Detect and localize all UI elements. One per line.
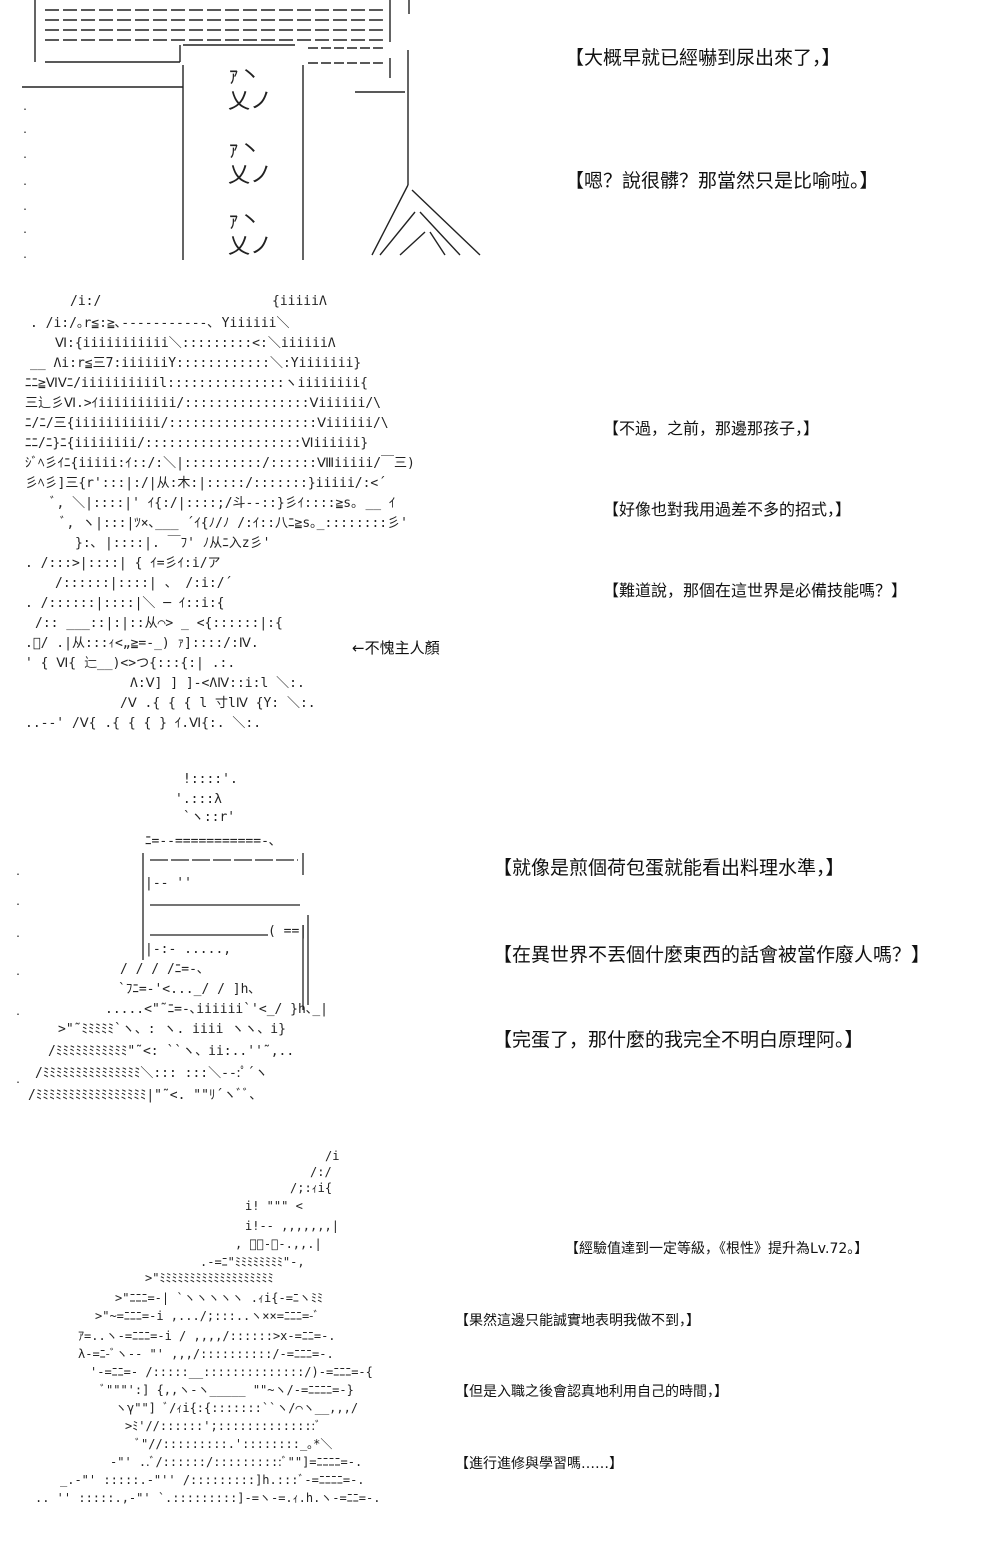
svg-text:/ﾐﾐﾐﾐﾐﾐﾐﾐﾐﾐﾐﾐﾐﾐﾐﾐﾐ|"˜<. ""ﾘ´ヽ: /ﾐﾐﾐﾐﾐﾐﾐﾐﾐﾐﾐﾐﾐﾐﾐﾐﾐ|"˜<. ""ﾘ´ヽﾞﾞ、 <box>28 1088 262 1103</box>
svg-text:>ﾐ'//::::::';::::::::::::::ﾞ: >ﾐ'//::::::';::::::::::::::ﾞ <box>125 1419 321 1433</box>
dialogue-line: 【完蛋了，那什麼的我完全不明白原理阿。】 <box>493 1029 864 1051</box>
svg-text:. /i:/｡r≦:≧､-----------､: . /i:/｡r≦:≧､-----------､ Yiiiiii＼ <box>30 316 289 331</box>
svg-text:乂ノ: 乂ノ <box>228 234 272 259</box>
svg-text:-"' ..ﾞ/::::::/::::::::::ﾞ"": -"' ..ﾞ/::::::/::::::::::ﾞ""]=ﾆﾆﾆﾆ=-. <box>110 1455 362 1469</box>
dialogue-line: 【好像也對我用過差不多的招式，】 <box>603 500 852 519</box>
svg-text:/i: /i <box>325 1149 339 1163</box>
dialogue-line: 【在異世界不丟個什麼東西的話會被當作廢人嗎？】 <box>493 944 931 966</box>
dialogue-line: 【經驗值達到一定等級，《根性》提升為Lv.72。】 <box>565 1241 869 1257</box>
svg-text:.: . <box>15 929 21 940</box>
svg-text:. /:::>|::::|: . /:::>|::::| { ｲ=彡ｲ:i/ア <box>25 556 221 571</box>
svg-text:/ﾐﾐﾐﾐﾐﾐﾐﾐﾐﾐﾐ"˜<: ``ヽ、ii:..'': /ﾐﾐﾐﾐﾐﾐﾐﾐﾐﾐﾐ"˜<: ``ヽ、ii:..''˜,.. <box>48 1044 294 1059</box>
svg-text:乂ノ: 乂ノ <box>228 163 272 188</box>
svg-text:ｧ丶: ｧ丶 <box>228 138 261 163</box>
svg-text:ｼﾞﾍ彡ｲﾆ{iiiii:ｲ::/:＼|::::::::::: ｼﾞﾍ彡ｲﾆ{iiiii:ｲ::/:＼|::::::::::/::::::Ⅷii… <box>25 456 415 471</box>
dialogue-line: 【不過，之前，那邊那孩子，】 <box>603 419 820 438</box>
svg-text:..-‐' /Ⅴ{ .{ {: ..-‐' /Ⅴ{ .{ { { } ｲ.Ⅵ{:. ＼:. <box>25 716 261 731</box>
svg-text:}:､ |::::|. ￣ﾌ': }:､ |::::|. ￣ﾌ' ﾉ从ﾆ入z彡' <box>75 536 270 551</box>
svg-text:.: . <box>22 150 28 161</box>
svg-text:ﾞ, ヽ|:::|ﾂ×､___ ´ｲ{ﾉ/ﾉ /:ｲ::: ﾞ, ヽ|:::|ﾂ×､___ ´ｲ{ﾉ/ﾉ /:ｲ::八ﾆ≧s｡_::::::… <box>60 516 408 531</box>
svg-text:ﾆ=--===========-､: ﾆ=--===========-､ <box>145 834 275 849</box>
panel-3: !::::'. '.:::λ `ヽ::r' ﾆ=--===========-､ … <box>0 765 1000 1125</box>
svg-text:' { Ⅵ{ 辷__)<>つ: ' { Ⅵ{ 辷__)<>つ{:::{:| .:. <box>25 656 235 671</box>
svg-text:ヽγ""] ﾞ/ｨi{:{:::::::``ヽ/⌒ヽ__,: ヽγ""] ﾞ/ｨi{:{:::::::``ヽ/⌒ヽ__,,,/ <box>115 1401 358 1415</box>
dialogue-line: 【就像是煎個荷包蛋就能看出料理水準，】 <box>493 857 845 879</box>
svg-text:>"ﾆﾆﾆ=-| `ヽヽヽヽヽ .ｨi{-=ﾆヽﾐﾐ: >"ﾆﾆﾆ=-| `ヽヽヽヽヽ .ｨi{-=ﾆヽﾐﾐ <box>115 1291 323 1305</box>
annotation-arrow-label: ←不愧主人顏 <box>352 639 440 657</box>
dialogue-line: 【嗯？說很髒？那當然只是比喻啦。】 <box>565 170 879 192</box>
svg-text:.: . <box>15 967 21 978</box>
svg-text:三辶彡Ⅵ.>ｲiiiiiiiiii/::::::::::::: 三辶彡Ⅵ.>ｲiiiiiiiiii/::::::::::::::::Ⅴiiiii… <box>25 396 381 411</box>
svg-text:, ﾞﾞ-ﾞ-.,,.|: , ﾞﾞ-ﾞ-.,,.| <box>235 1237 322 1251</box>
svg-text:_.-"' :::::.-"'' /:::::::::: _.-"' :::::.-"'' /:::::::::]h.:::ﾞ-=ﾆﾆﾆﾆ… <box>60 1473 365 1487</box>
svg-text:Ⅵ:{iiiiiiiiiii＼:::::::::<:＼iii: Ⅵ:{iiiiiiiiiii＼:::::::::<:＼iiiiiiΛ <box>55 336 336 351</box>
svg-text:>"˜ﾐﾐﾐﾐﾐ`ヽ、: ヽ. iiii ヽヽ、i}: >"˜ﾐﾐﾐﾐﾐ`ヽ、: ヽ. iiii ヽヽ、i} <box>58 1022 286 1037</box>
svg-text:/::::::|::::| 、: /::::::|::::| 、 /:i:/´ <box>55 576 232 591</box>
svg-text:i!-- ,,,,,,,|: i!-- ,,,,,,,| <box>245 1219 339 1233</box>
svg-text:ﾞ"""':] {,,ヽ-ヽ_____ ""~ヽ/-=ﾆ: ﾞ"""':] {,,ヽ-ヽ_____ ""~ヽ/-=ﾆﾆﾆﾆ=-} <box>100 1383 354 1397</box>
svg-text:Λ:Ⅴ] ] ]-<ΛⅣ::i:l ＼:.: Λ:Ⅴ] ] ]-<ΛⅣ::i:l ＼:. <box>130 676 305 691</box>
svg-text:ｱ=..ヽ-=ﾆﾆﾆ=-i / ,,,,/:::: ｱ=..ヽ-=ﾆﾆﾆ=-i / ,,,,/::::::>x-=ﾆﾆ=-. <box>78 1329 336 1343</box>
svg-text:/:/: /:/ <box>310 1165 332 1179</box>
svg-text:.ﾞ/ .|从:::ｨ<„≧=-_) ｧ: .ﾞ/ .|从:::ｨ<„≧=-_) ｧ]::::/:Ⅳ. <box>25 636 259 651</box>
svg-text:ﾞ, ＼|::::|' ｲ{:/|::::;/斗: ﾞ, ＼|::::|' ｲ{:/|::::;/斗--::}彡ｲ::::≧s｡ _… <box>50 496 395 511</box>
svg-text:/ / / /ﾆ=-､: / / / /ﾆ=-､ <box>120 962 203 977</box>
dialogue-line: 【進行進修與學習嗎……】 <box>455 1456 623 1472</box>
svg-text:>"ﾐﾐﾐﾐﾐﾐﾐﾐﾐﾐﾐﾐﾐﾐﾐﾐﾐﾐﾐ: >"ﾐﾐﾐﾐﾐﾐﾐﾐﾐﾐﾐﾐﾐﾐﾐﾐﾐﾐﾐ <box>145 1271 273 1285</box>
svg-text:`ヽ::r': `ヽ::r' <box>183 810 235 825</box>
svg-text:λ-=ﾆ-ﾞヽ-- "' ,,,/:::::: λ-=ﾆ-ﾞヽ-- "' ,,,/::::::::::/-=ﾆﾆﾆ=-. <box>78 1347 334 1361</box>
svg-text:ﾆ/ﾆ/三{iiiiiiiiiii/::::::::::::: ﾆ/ﾆ/三{iiiiiiiiiii/:::::::::::::::::::Ⅴii… <box>25 416 389 431</box>
svg-text:.: . <box>22 125 28 136</box>
dialogue-line: 【果然這邊只能誠實地表明我做不到，】 <box>455 1313 700 1329</box>
svg-text:.: . <box>15 867 21 878</box>
dialogue-line: 【大概早就已經嚇到尿出來了，】 <box>565 47 841 69</box>
svg-text:'-=ﾆﾆ=- /:::::__:::::::::::: '-=ﾆﾆ=- /:::::__::::::::::::::/)-=ﾆﾆﾆ=-{ <box>90 1365 373 1379</box>
ascii-art-stack: !::::'. '.:::λ `ヽ::r' ﾆ=--===========-､ … <box>15 772 328 1103</box>
svg-text:`ﾌﾆ=-'<..._/ / ]h､: `ﾌﾆ=-'<..._/ / ]h､ <box>118 982 255 997</box>
svg-text:.-=ﾆ"ﾐﾐﾐﾐﾐﾐﾐﾐ"-,: .-=ﾆ"ﾐﾐﾐﾐﾐﾐﾐﾐ"-, <box>200 1255 305 1269</box>
svg-text:.: . <box>15 897 21 908</box>
svg-text:!::::'.: !::::'. <box>183 772 238 787</box>
svg-text:.: . <box>15 1075 21 1086</box>
dialogue-line: 【但是入職之後會認真地利用自己的時間，】 <box>455 1384 728 1400</box>
svg-text:'.:::λ: '.:::λ <box>175 792 222 807</box>
panel-1: ｧ丶 乂ノ ｧ丶 乂ノ ｧ丶 乂ノ .. .. .. . 【大概早就已經嚇到尿出… <box>0 0 1000 265</box>
ascii-art-bowing-figure: /i /:/ /;:ｨi{ i! """ < i!-- ,,,,,,,| , ﾞ… <box>35 1149 380 1505</box>
svg-text:/i:/: /i:/ <box>70 294 101 309</box>
svg-text:ﾞ"//:::::::::.'::::::::_｡*＼: ﾞ"//:::::::::.'::::::::_｡*＼ <box>135 1437 332 1451</box>
svg-text:.: . <box>22 250 28 261</box>
svg-text:/;:ｨi{: /;:ｨi{ <box>290 1181 332 1195</box>
svg-text:__ Λi:r≦三7:iiiiiiY:::::::::::: __ Λi:r≦三7:iiiiiiY::::::::::::＼:Yiiiiiii… <box>30 356 361 371</box>
svg-text:ｧ丶: ｧ丶 <box>228 209 261 234</box>
svg-text:. /::::::|::::|＼ ─: . /::::::|::::|＼ ─ ｲ::i:{ <box>25 596 225 611</box>
dialogue-line: 【難道說，那個在這世界是必備技能嗎？】 <box>603 581 908 600</box>
svg-text:乂ノ: 乂ノ <box>228 89 272 114</box>
svg-text:( ==|: ( ==| <box>268 924 307 939</box>
svg-text:.: . <box>22 202 28 213</box>
svg-text:>"~=ﾆﾆﾆ=-i ,.../;:::: >"~=ﾆﾆﾆ=-i ,.../;:::..ヽ××=ﾆﾆﾆ=-ﾞ <box>95 1309 319 1323</box>
svg-text:ﾆﾆ≧ⅥⅤﾆ/iiiiiiiiiil::::::::::::: ﾆﾆ≧ⅥⅤﾆ/iiiiiiiiiil:::::::::::::::ヽiiiiii… <box>25 376 368 391</box>
svg-text:|-- '': |-- '' <box>145 876 192 891</box>
svg-text:ﾆﾆ/ﾆ}ﾆ{iiiiiiii/::::::::::::::: ﾆﾆ/ﾆ}ﾆ{iiiiiiii/::::::::::::::::::::Ⅵiii… <box>25 436 368 451</box>
svg-text:.....<"˜ﾆ=-､iiiiii`'<_/ }h､_|: .....<"˜ﾆ=-､iiiiii`'<_/ }h､_| <box>105 1002 328 1017</box>
svg-text:|-:- .....,: |-:- ....., <box>145 942 231 957</box>
svg-text:.: . <box>22 177 28 188</box>
svg-text:彡ﾍ彡]三{r':::|:/|从:木:|:::::/::::: 彡ﾍ彡]三{r':::|:/|从:木:|:::::/:::::::}iiiii/… <box>25 476 386 491</box>
ascii-art-character: /i:/ {iiiiiΛ . /i:/｡r≦:≧､-----------､ Yii… <box>25 294 415 731</box>
svg-text:.. '' :::::.,-"' `.:::: .. '' :::::.,-"' `.:::::::::]-=ヽ-=.ｨ.h.ヽ… <box>35 1491 380 1505</box>
svg-text:/:: ___::|:|::从⌒> _: /:: ___::|:|::从⌒> _ <{::::::|:{ <box>35 616 283 631</box>
svg-text:.: . <box>22 225 28 236</box>
svg-text:.: . <box>15 1007 21 1018</box>
svg-text:i! """ <: i! """ < <box>245 1199 303 1213</box>
svg-text:/Ⅴ .{ { { l 寸lⅣ {Y:: /Ⅴ .{ { { l 寸lⅣ {Y: ＼:. <box>120 696 316 711</box>
ascii-art-building: ｧ丶 乂ノ ｧ丶 乂ノ ｧ丶 乂ノ .. .. .. . <box>22 0 481 261</box>
svg-text:.: . <box>22 102 28 113</box>
svg-text:/ﾐﾐﾐﾐﾐﾐﾐﾐﾐﾐﾐﾐﾐﾐﾐ＼::: :::＼--:ﾟ´: /ﾐﾐﾐﾐﾐﾐﾐﾐﾐﾐﾐﾐﾐﾐﾐ＼::: :::＼--:ﾟ´ヽ <box>35 1066 268 1081</box>
panel-2: /i:/ {iiiiiΛ . /i:/｡r≦:≧､-----------､ Yii… <box>0 285 1000 745</box>
svg-text:{iiiiiΛ: {iiiiiΛ <box>272 294 327 309</box>
panel-4: /i /:/ /;:ｨi{ i! """ < i!-- ,,,,,,,| , ﾞ… <box>0 1140 1000 1540</box>
svg-text:ｧ丶: ｧ丶 <box>228 64 261 89</box>
